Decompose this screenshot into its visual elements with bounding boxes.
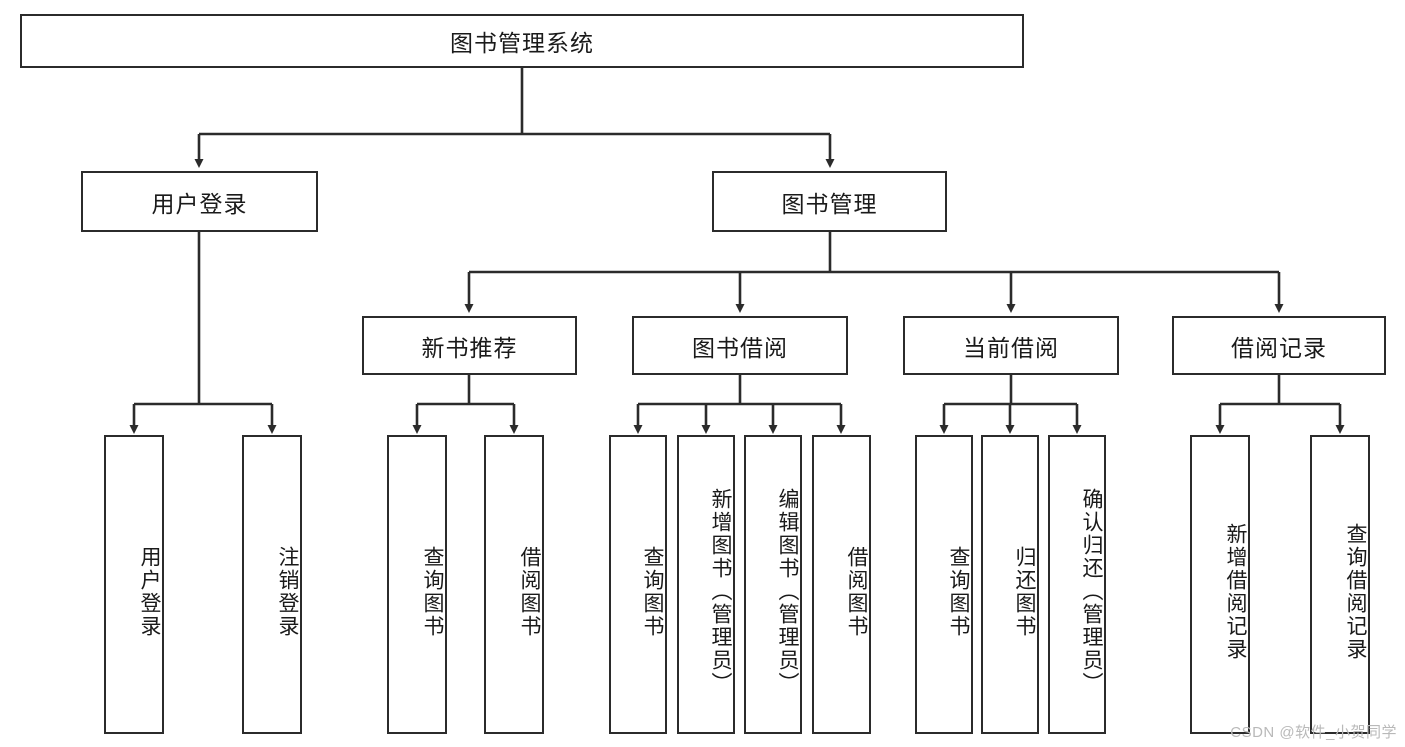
node-leaf-user-login[interactable]: 用户登录: [104, 435, 164, 734]
node-leaf-query-book-borrow[interactable]: 查询图书: [609, 435, 667, 734]
node-leaf-query-book-borrow-label: 查询图书: [641, 545, 664, 638]
node-book-manage-label: 图书管理: [781, 190, 878, 217]
node-leaf-return-book-label: 归还图书: [1013, 545, 1036, 638]
node-leaf-add-borrow-record-label: 新增借阅记录: [1224, 522, 1247, 661]
node-leaf-borrow-book-borrow[interactable]: 借阅图书: [812, 435, 871, 734]
node-root-label: 图书管理系统: [450, 30, 594, 56]
node-new-book-recommend[interactable]: 新书推荐: [362, 316, 577, 375]
node-book-borrow[interactable]: 图书借阅: [632, 316, 848, 375]
node-leaf-edit-book-admin[interactable]: 编辑图书（管理员）: [744, 435, 802, 734]
node-leaf-add-book-admin-label: 新增图书（管理员）: [709, 488, 732, 695]
node-borrow-record[interactable]: 借阅记录: [1172, 316, 1386, 375]
node-new-book-recommend-label: 新书推荐: [421, 334, 518, 361]
node-leaf-confirm-return-admin-label: 确认归还（管理员）: [1080, 488, 1103, 695]
node-user-login-label: 用户登录: [151, 190, 248, 217]
edges-user-login-to-leaves: [129, 232, 277, 434]
edges-borrow-record-to-leaves: [1215, 375, 1345, 434]
watermark-text: CSDN @软件_小贺同学: [1230, 724, 1397, 741]
node-borrow-record-label: 借阅记录: [1231, 334, 1327, 361]
edges-book-manage-to-level3: [464, 232, 1284, 313]
node-user-login[interactable]: 用户登录: [81, 171, 318, 232]
node-current-borrow[interactable]: 当前借阅: [903, 316, 1119, 375]
node-leaf-query-book-rec-label: 查询图书: [421, 545, 444, 638]
node-leaf-query-book-current-label: 查询图书: [947, 545, 970, 638]
node-root[interactable]: 图书管理系统: [20, 14, 1024, 68]
node-book-manage[interactable]: 图书管理: [712, 171, 947, 232]
node-leaf-return-book[interactable]: 归还图书: [981, 435, 1039, 734]
node-leaf-user-login-label: 用户登录: [138, 545, 161, 638]
edges-root-to-level2: [194, 68, 835, 168]
node-leaf-query-borrow-record-label: 查询借阅记录: [1344, 522, 1367, 661]
node-leaf-query-book-rec[interactable]: 查询图书: [387, 435, 447, 734]
edges-new-book-recommend-to-leaves: [412, 375, 519, 434]
node-current-borrow-label: 当前借阅: [963, 334, 1059, 361]
node-leaf-borrow-book-borrow-label: 借阅图书: [845, 545, 868, 638]
node-leaf-confirm-return-admin[interactable]: 确认归还（管理员）: [1048, 435, 1106, 734]
edges-current-borrow-to-leaves: [939, 375, 1082, 434]
node-leaf-logout-login[interactable]: 注销登录: [242, 435, 302, 734]
node-leaf-edit-book-admin-label: 编辑图书（管理员）: [776, 488, 799, 695]
node-leaf-add-book-admin[interactable]: 新增图书（管理员）: [677, 435, 735, 734]
node-leaf-query-borrow-record[interactable]: 查询借阅记录: [1310, 435, 1370, 734]
node-leaf-borrow-book-rec-label: 借阅图书: [518, 545, 541, 638]
node-book-borrow-label: 图书借阅: [692, 334, 788, 361]
node-leaf-add-borrow-record[interactable]: 新增借阅记录: [1190, 435, 1250, 734]
node-leaf-borrow-book-rec[interactable]: 借阅图书: [484, 435, 544, 734]
node-leaf-query-book-current[interactable]: 查询图书: [915, 435, 973, 734]
node-leaf-logout-login-label: 注销登录: [276, 545, 299, 638]
edges-book-borrow-to-leaves: [633, 375, 846, 434]
